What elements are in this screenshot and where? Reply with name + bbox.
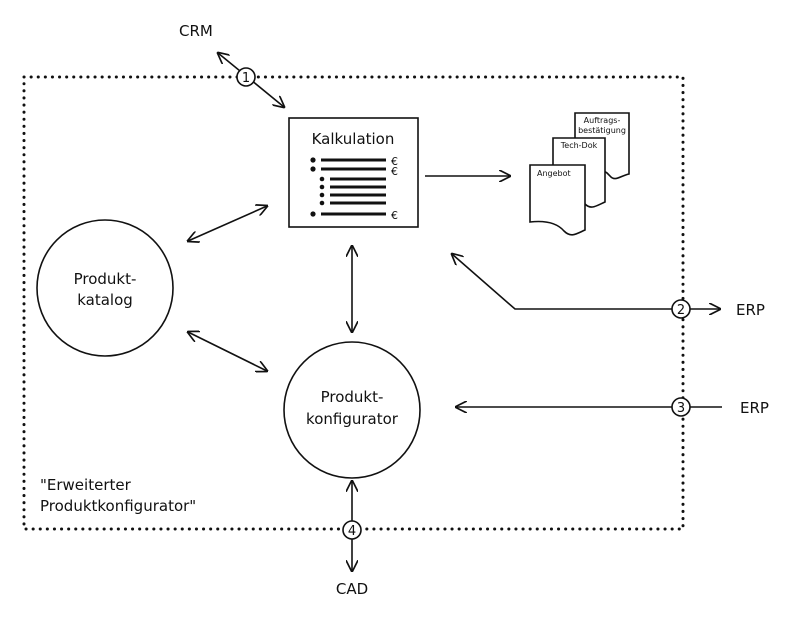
marker-3: 3 — [671, 397, 691, 417]
svg-text:Produkt-: Produkt- — [74, 270, 137, 288]
svg-text:Auftrags-: Auftrags- — [584, 116, 621, 125]
katalog-kalkulation-arrow — [188, 206, 267, 241]
svg-text:1: 1 — [242, 71, 250, 86]
euro-sign: € — [391, 209, 398, 222]
svg-text:3: 3 — [677, 401, 685, 416]
svg-text:2: 2 — [677, 303, 685, 318]
marker-1: 1 — [236, 67, 256, 87]
svg-text:4: 4 — [348, 524, 356, 539]
erp-return-arrow — [452, 254, 672, 310]
marker-2: 2 — [671, 299, 691, 319]
svg-text:Tech-Dok: Tech-Dok — [560, 141, 598, 150]
erp-in-label: ERP — [740, 399, 769, 417]
kalkulation-title: Kalkulation — [312, 130, 395, 148]
katalog-konfigurator-arrow — [188, 332, 267, 371]
produktkonfigurator-node: Produkt- konfigurator — [283, 341, 421, 479]
erp-out-label: ERP — [736, 301, 765, 319]
system-caption-line2: Produktkonfigurator" — [40, 497, 196, 515]
crm-label: CRM — [179, 22, 213, 40]
document-stack: Auftrags- bestätigung Tech-Dok Angebot — [529, 112, 630, 236]
cad-label: CAD — [336, 580, 368, 598]
svg-text:bestätigung: bestätigung — [578, 126, 626, 135]
svg-text:Produkt-: Produkt- — [321, 388, 384, 406]
document-angebot — [529, 164, 586, 236]
svg-text:katalog: katalog — [77, 291, 133, 309]
kalkulation-box: Kalkulation € € € — [288, 117, 419, 228]
euro-sign: € — [391, 155, 398, 168]
svg-text:konfigurator: konfigurator — [306, 410, 399, 428]
produktkatalog-node: Produkt- katalog — [36, 219, 174, 357]
marker-4: 4 — [342, 520, 362, 540]
system-caption-line1: "Erweiterter — [40, 476, 132, 494]
svg-text:Angebot: Angebot — [537, 169, 571, 178]
price-list-icon — [310, 157, 386, 217]
euro-sign: € — [391, 165, 398, 178]
